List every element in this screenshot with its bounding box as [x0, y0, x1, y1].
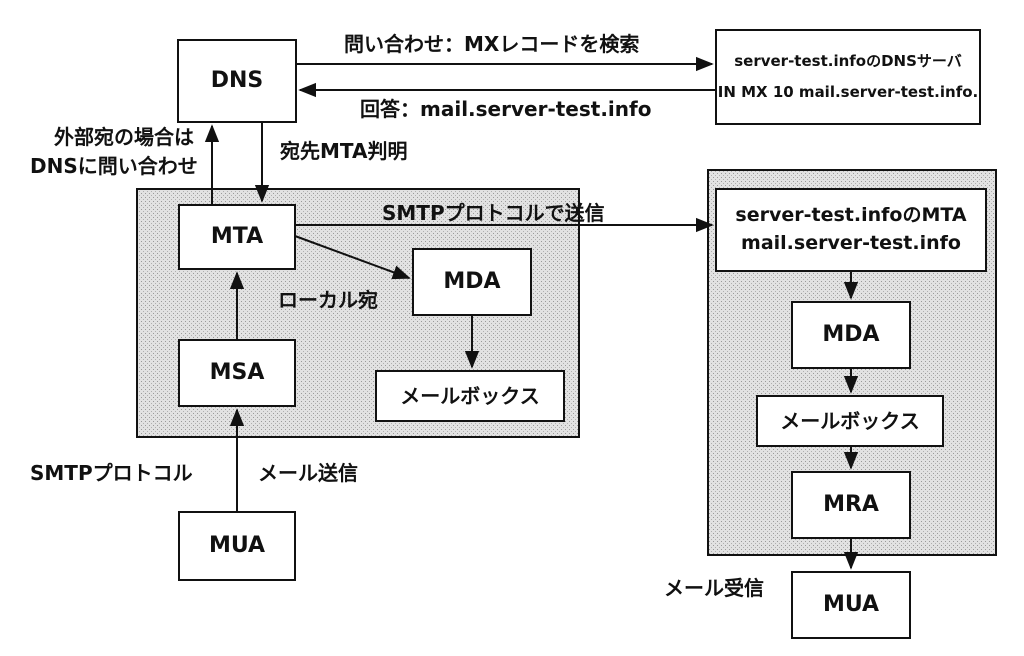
msa-label: MSA — [209, 360, 265, 386]
mailbox-remote-box — [756, 395, 944, 447]
mda-remote-label: MDA — [822, 322, 880, 348]
dns-box — [177, 39, 297, 123]
remote-mta-line1: server-test.infoのMTA — [735, 204, 967, 227]
dns-server-label: server-test.infoのDNSサーバ IN MX 10 mail.ser… — [716, 30, 980, 124]
mailbox-remote-label: メールボックス — [780, 408, 920, 433]
remote-mta-box — [715, 188, 987, 272]
dns-server-line2: IN MX 10 mail.server-test.info. — [717, 83, 979, 101]
mua-sender-box — [178, 511, 296, 581]
mailbox-local-label: メールボックス — [400, 383, 540, 408]
external-label-line1: 外部宛の場合は — [54, 125, 194, 149]
smtp-send-label: SMTPプロトコルで送信 — [382, 201, 605, 225]
answer-label: 回答：mail.server-test.info — [360, 97, 652, 121]
remote-mta-label: server-test.infoのMTA mail.server-test.inf… — [716, 189, 986, 271]
local-dest-label: ローカル宛 — [278, 288, 378, 312]
dest-mta-label: 宛先MTA判明 — [280, 139, 408, 163]
mua-receiver-label: MUA — [822, 592, 880, 618]
msa-box — [178, 339, 296, 407]
dns-server-box — [715, 29, 981, 125]
mail-receive-label: メール受信 — [664, 576, 764, 600]
dns-label: DNS — [210, 68, 264, 94]
query-label: 問い合わせ：MXレコードを検索 — [344, 32, 640, 56]
mailbox-local-box — [375, 370, 565, 422]
dns-server-line1: server-test.infoのDNSサーバ — [734, 51, 962, 70]
smtp-protocol-label: SMTPプロトコル — [30, 461, 193, 485]
arrow-mta-to-mda — [294, 235, 411, 280]
external-label-line2: DNSに問い合わせ — [30, 154, 198, 178]
mda-local-label: MDA — [443, 269, 501, 295]
remote-mta-line2: mail.server-test.info — [741, 232, 961, 254]
mta-label: MTA — [210, 224, 264, 250]
mda-remote-box — [791, 301, 911, 369]
mua-sender-label: MUA — [208, 533, 266, 559]
mua-receiver-box — [791, 571, 911, 639]
mta-box — [178, 204, 296, 270]
mra-label: MRA — [823, 492, 879, 518]
mail-send-label: メール送信 — [258, 461, 358, 485]
